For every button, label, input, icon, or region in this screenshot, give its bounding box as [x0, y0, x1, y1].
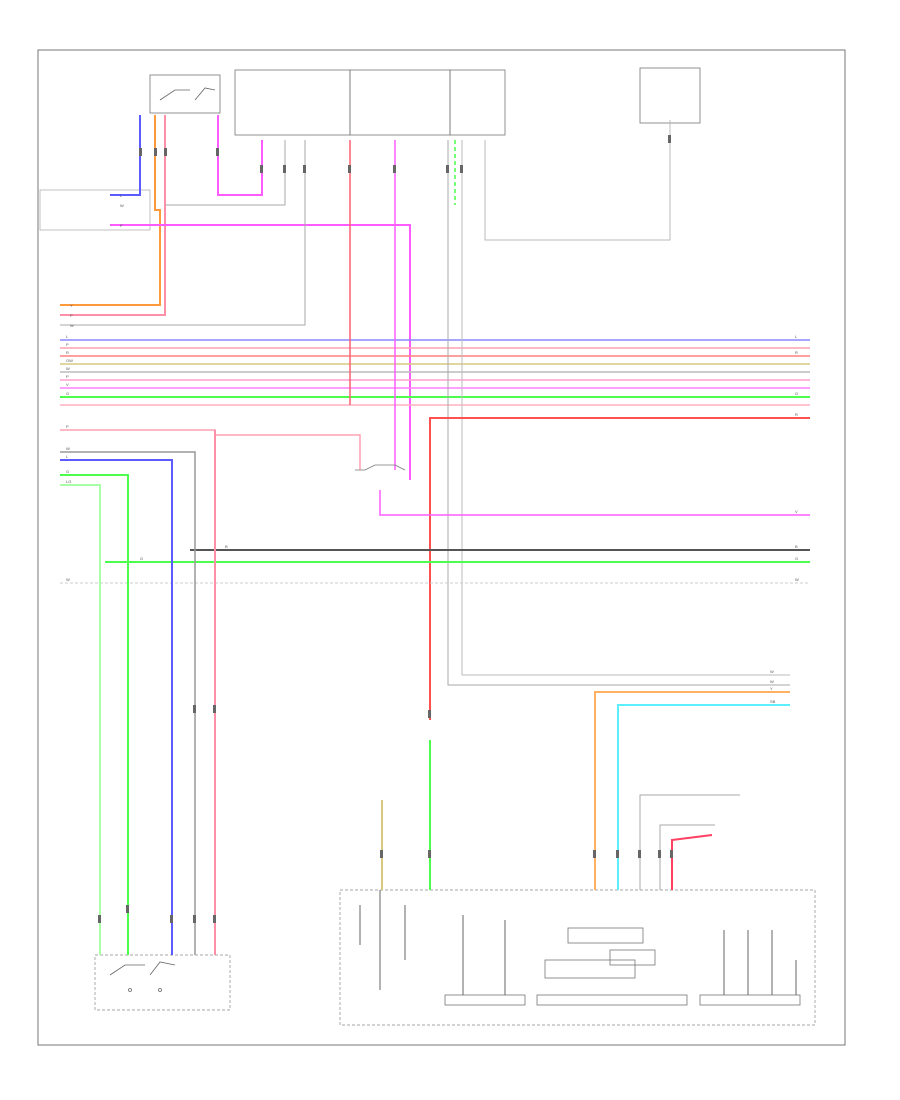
ecu-box-bottom [339, 889, 816, 1026]
wire-gray-drop [447, 140, 790, 686]
wire-gray-top-a [165, 140, 286, 206]
wire-red-long [429, 417, 810, 720]
ecu-sub-6 [609, 949, 656, 966]
wire-gray-long [60, 451, 196, 955]
label-dark-right: B [795, 544, 798, 549]
horizontal-bus [60, 339, 810, 406]
bottom-right-wires [381, 691, 790, 890]
label-bus-olive: OW [66, 358, 73, 363]
module-box-top-center [449, 69, 506, 136]
label-wire-white: W [70, 323, 74, 328]
wire-code-labels: Y P W L P R OW W P V G P W L G LG W B G … [66, 193, 799, 704]
switch-box-bottom-left [94, 954, 231, 1011]
wire-blue-long [60, 459, 173, 955]
wire-magenta-right [379, 490, 810, 516]
label-red-right: R [795, 412, 798, 417]
wire-pink-top [60, 115, 166, 316]
wire-orange-bottom [594, 691, 790, 890]
label-green-right: G [795, 556, 798, 561]
wire-green-long [60, 474, 129, 955]
wire-lightgreen-long [60, 484, 101, 955]
wire-orange-top [60, 115, 161, 306]
wire-gray-drop-2 [461, 140, 790, 676]
label-bus-blue: L [66, 334, 69, 339]
wire-gray-top-b [60, 140, 306, 326]
wire-gray-bottom-b [659, 824, 715, 890]
middle-wires [60, 417, 810, 720]
label-bus-red-right: R [795, 350, 798, 355]
wire-gray-right [484, 120, 671, 241]
label-right-w2: W [770, 679, 774, 684]
wire-gray-bottom-a [639, 794, 740, 890]
ecu-sub-5 [544, 959, 636, 979]
wire-pink-horizontal-short [110, 224, 411, 480]
label-bus-gray: W [66, 366, 70, 371]
label-wire-lightgreen-long: LG [66, 479, 71, 484]
label-conn-pink: P [120, 223, 123, 228]
label-bus-green-right: G [795, 391, 798, 396]
switch-box-top-left [149, 74, 221, 114]
label-magenta-right: V [795, 509, 798, 514]
ecu-sub-3 [699, 994, 801, 1006]
ecu-sub-4 [567, 927, 644, 944]
sensor-box-top-right [639, 67, 701, 124]
connector-markers [98, 135, 673, 923]
label-bus-pink-2: P [66, 374, 69, 379]
label-bus-violet: V [66, 382, 69, 387]
label-bus-green: G [66, 391, 69, 396]
ground-terminals [359, 890, 797, 995]
label-conn-blue: L [120, 193, 123, 198]
wire-bundle-top-left [60, 115, 411, 480]
wire-pink-mid [60, 429, 361, 470]
label-bus-gray-mid: W [66, 577, 70, 582]
wire-magenta-top-a [217, 115, 263, 196]
ecu-sub-2 [536, 994, 688, 1006]
wire-red-bottom [671, 834, 713, 890]
label-bus-pink: P [66, 342, 69, 347]
diagram-frame [37, 49, 846, 1046]
label-wire-orange: Y [70, 303, 73, 308]
label-wire-blue-long: L [66, 454, 69, 459]
connector-box-left [39, 189, 151, 231]
label-right-w1: W [770, 669, 774, 674]
label-bus-red: R [66, 350, 69, 355]
top-switch-symbol [159, 87, 216, 101]
label-wire-pink: P [70, 313, 73, 318]
wire-blue-top [110, 115, 141, 196]
label-wire-gray-long: W [66, 446, 70, 451]
label-bus-green-mid: G [140, 556, 143, 561]
label-gray-right: W [795, 577, 799, 582]
label-bus-blue-right: L [795, 334, 798, 339]
label-right-cyan: SB [770, 699, 776, 704]
wire-cyan-bottom [617, 704, 790, 890]
ecu-sub-1 [444, 994, 526, 1006]
relay-box-a [234, 69, 351, 136]
label-conn-gray: W [120, 203, 124, 208]
relay-drop-wires [349, 120, 790, 686]
label-wire-pink-mid: P [66, 424, 69, 429]
bottom-switch-symbol [109, 961, 176, 992]
label-bus-dark: B [225, 544, 228, 549]
relay-box-b [349, 69, 451, 136]
switch-junction [355, 464, 406, 471]
label-right-orange: Y [770, 686, 773, 691]
label-wire-green-long: G [66, 469, 69, 474]
left-long-wires [60, 430, 216, 955]
